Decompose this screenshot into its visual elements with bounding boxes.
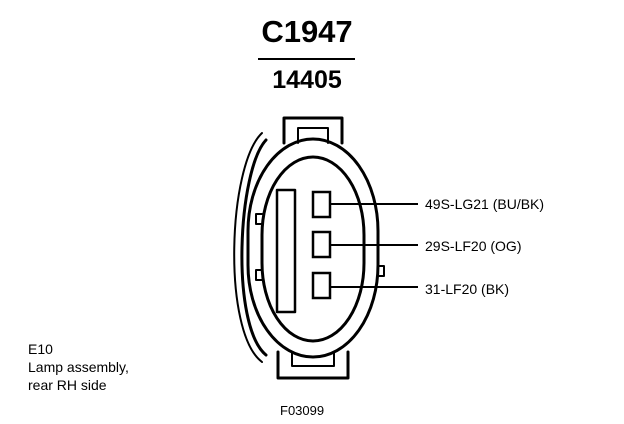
part-number: 14405 — [272, 66, 342, 94]
component-description-line2: rear RH side — [28, 377, 107, 393]
pin-label-2: 29S-LF20 (OG) — [425, 238, 522, 254]
component-description-line1: Lamp assembly, — [28, 359, 129, 375]
pin-cavity-1 — [311, 190, 332, 219]
pin-label-1: 49S-LG21 (BU/BK) — [425, 196, 545, 212]
component-code: E10 — [28, 341, 53, 357]
blade-slot — [275, 188, 297, 314]
left-shroud — [240, 138, 268, 357]
pin-cavity-3 — [311, 271, 332, 300]
title-underline — [258, 58, 355, 60]
pin-cavity-2 — [311, 230, 332, 259]
pin-label-3: 31-LF20 (BK) — [425, 281, 510, 297]
bottom-latch-inner — [291, 351, 335, 367]
connector-id: C1947 — [261, 14, 353, 49]
left-key-upper — [255, 213, 263, 225]
right-key — [377, 265, 385, 277]
top-latch-inner — [297, 127, 329, 144]
left-key-lower — [255, 269, 263, 281]
connector-housing-inner — [260, 155, 366, 343]
connector-housing-outer — [246, 137, 380, 359]
figure-id: F03099 — [280, 403, 325, 418]
left-shroud-outer — [233, 132, 263, 363]
bottom-latch — [276, 350, 350, 380]
top-latch — [282, 116, 344, 145]
